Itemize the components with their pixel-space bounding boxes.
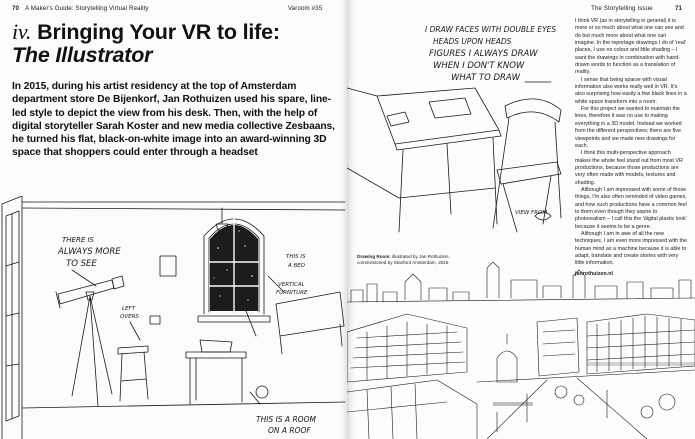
right-folio: 71 (675, 5, 688, 12)
note-view-from: VIEW FROM (515, 210, 547, 216)
note-room-on-roof-line2: ON A ROOF (268, 426, 311, 435)
note-always-more-line3: TO SEE (66, 259, 97, 269)
image-caption: Drawing Room: illustrated by Jan Rothuiz… (357, 254, 467, 265)
amsterdam-cityscape-drawing (347, 262, 695, 439)
standfirst: In 2015, during his artist residency at … (12, 81, 335, 159)
note-room-on-roof-line1: THIS IS A ROOM (256, 415, 316, 424)
rooftop-room-drawing: THERE IS ALWAYS MORE TO SEE LEFT OVERS T… (1, 196, 346, 439)
left-folio: 70 A Maker's Guide: Storytelling Virtual … (12, 5, 149, 12)
note-a-bed-line2: A BED (287, 263, 305, 269)
note-vertical-line2: FURNITURE (276, 290, 308, 296)
note-leftovers-line2: OVERS (120, 314, 139, 320)
magazine-issue: Varoom #35 (288, 5, 323, 12)
section-numeral: iv. (12, 19, 32, 44)
body-paragraph: For this project we wanted to maintain t… (575, 106, 682, 149)
left-page: 70 A Maker's Guide: Storytelling Virtual … (0, 0, 347, 439)
right-running-head: The Storytelling Issue (591, 5, 653, 12)
note-draw-line4: WHEN I DON'T KNOW (433, 61, 525, 71)
caption-title: Drawing Room (357, 254, 390, 259)
body-paragraph: Although I am impressed with some of tho… (575, 186, 687, 230)
left-page-number: 70 (12, 5, 20, 12)
note-draw-line3: FIGURES I ALWAYS DRAW (429, 49, 538, 59)
body-paragraph: I think this multi-perspective approach … (575, 150, 683, 186)
spine-shadow (341, 0, 355, 439)
left-running-head: A Maker's Guide: Storytelling Virtual Re… (25, 5, 149, 12)
note-vertical-line1: VERTICAL (278, 282, 305, 288)
article-body: I think VR (as in storytelling in genera… (575, 18, 687, 278)
body-paragraph: I think VR (as in storytelling in genera… (575, 18, 687, 76)
note-always-more-line2: ALWAYS MORE (57, 247, 121, 257)
note-leftovers-line1: LEFT (122, 306, 136, 312)
body-paragraph: I sense that being sparse with visual in… (575, 76, 687, 105)
desk-and-chair-drawing: I DRAW FACES WITH DOUBLE EYES HEADS UPON… (347, 25, 562, 233)
note-always-more-line1: THERE IS (62, 236, 95, 244)
note-draw-line5: WHAT TO DRAW (451, 73, 521, 83)
article-title: iv.Bringing Your VR to life: The Illustr… (12, 20, 342, 67)
note-draw-line1: I DRAW FACES WITH DOUBLE EYES (425, 25, 556, 34)
note-draw-line2: HEADS UPON HEADS (433, 37, 512, 46)
title-sub: The Illustrator (12, 43, 153, 67)
right-page: The Storytelling Issue 71 I DRAW FACES W… (347, 0, 695, 439)
note-a-bed-line1: THIS IS (286, 254, 306, 260)
title-main: Bringing Your VR to life: (37, 20, 280, 44)
author-website-link[interactable]: janrothuizen.nl (575, 270, 613, 277)
caption-credit: : illustrated by Jan Rothuizen, commissi… (357, 254, 450, 265)
body-paragraph: Although I am in awe of all the new tech… (575, 230, 687, 267)
right-page-number: 71 (675, 5, 683, 12)
